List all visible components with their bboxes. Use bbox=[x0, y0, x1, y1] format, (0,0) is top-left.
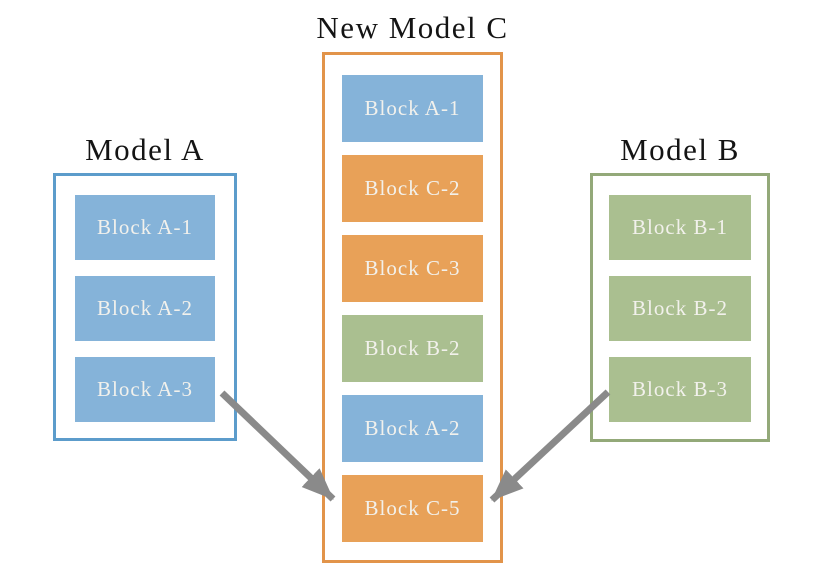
model-b-block-3: Block B-3 bbox=[609, 357, 751, 422]
model-c-block-6: Block C-5 bbox=[342, 475, 483, 542]
model-b-title: Model B bbox=[620, 132, 740, 167]
model-a-title: Model A bbox=[85, 132, 205, 167]
model-c-title: New Model C bbox=[316, 10, 509, 45]
model-c-box: Block A-1 Block C-2 Block C-3 Block B-2 … bbox=[322, 52, 503, 563]
model-a-box: Block A-1 Block A-2 Block A-3 bbox=[53, 173, 237, 441]
model-c-block-1: Block A-1 bbox=[342, 75, 483, 142]
model-c-block-3: Block C-3 bbox=[342, 235, 483, 302]
model-b-block-2: Block B-2 bbox=[609, 276, 751, 341]
arrow-model-a-to-c bbox=[219, 390, 336, 502]
model-a-block-2: Block A-2 bbox=[75, 276, 215, 341]
model-c-block-5: Block A-2 bbox=[342, 395, 483, 462]
model-a-block-3: Block A-3 bbox=[75, 357, 215, 422]
model-b-box: Block B-1 Block B-2 Block B-3 bbox=[590, 173, 770, 442]
model-a-block-1: Block A-1 bbox=[75, 195, 215, 260]
model-c-block-4: Block B-2 bbox=[342, 315, 483, 382]
model-b-block-1: Block B-1 bbox=[609, 195, 751, 260]
model-c-block-2: Block C-2 bbox=[342, 155, 483, 222]
